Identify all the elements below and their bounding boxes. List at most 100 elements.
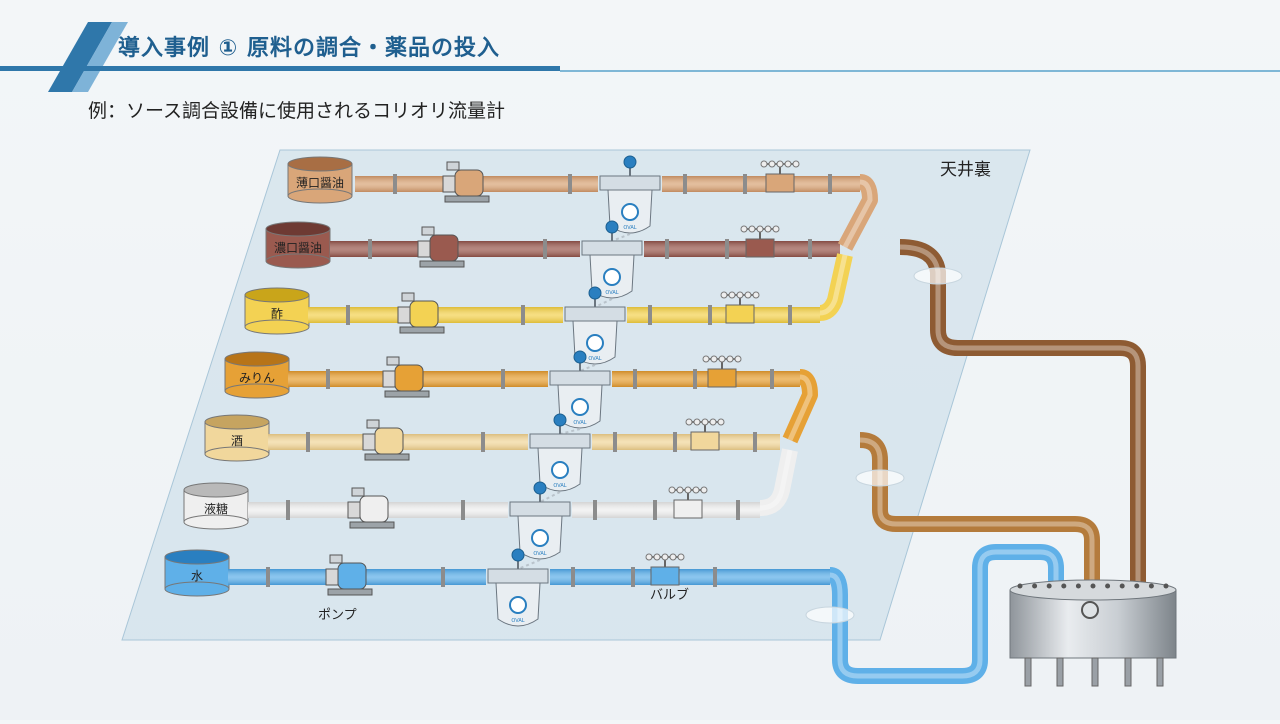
pump-4 (362, 419, 410, 461)
meter-transmitter-icon (511, 548, 525, 562)
pipe-joint (326, 369, 330, 389)
pump-base (444, 195, 490, 203)
pipe-joint (808, 239, 812, 259)
pump-flange (397, 306, 411, 324)
pipe-joint (543, 239, 547, 259)
pump-flange (382, 370, 396, 388)
valve-handwheel-knob (792, 160, 800, 168)
pump-casing (454, 169, 484, 197)
valve-body (690, 431, 720, 451)
coriolis-meter-3: OVAL (549, 350, 611, 429)
valve-label: バルブ (650, 588, 690, 603)
valve-handwheel-knob (676, 486, 684, 494)
pump-motor (351, 487, 365, 497)
coriolis-meter-5: OVAL (509, 481, 571, 560)
pump-flange (417, 240, 431, 258)
valve-handwheel-knob (710, 355, 718, 363)
pipe-joint (633, 369, 637, 389)
pump-casing (394, 364, 424, 392)
valve-body (707, 368, 737, 388)
valve-body (650, 566, 680, 586)
source-tank-label: 酢 (270, 307, 283, 321)
tank-sight-glass (1081, 601, 1099, 619)
valve-handwheel-knob (720, 291, 728, 299)
pump-motor (386, 356, 400, 366)
valve-body (765, 173, 795, 193)
source-tank-top (164, 549, 230, 565)
valve-handwheel-knob (752, 291, 760, 299)
pipe-joint (631, 567, 635, 587)
riser-pipe-0-highlight (842, 179, 873, 249)
pipe-joint (368, 239, 372, 259)
outlet-pipe-2-shade (627, 307, 820, 323)
pump-5 (347, 487, 395, 529)
valve-handwheel-knob (728, 291, 736, 299)
valve-handwheel-knob (677, 553, 685, 561)
riser-pipe-2 (782, 369, 818, 444)
header-slash-light (72, 22, 128, 92)
tank-bolt (1119, 583, 1125, 589)
valve-handwheel-knob (726, 355, 734, 363)
meter-brand-label: OVAL (588, 356, 601, 362)
valve-handwheel-knob (748, 225, 756, 233)
meter-brand-label: OVAL (533, 551, 546, 557)
header-underline (0, 66, 560, 71)
mix-pipe-main-highlight (899, 244, 1141, 590)
source-tank-bottom (287, 188, 353, 204)
pump-flange (362, 433, 376, 451)
mix-pipe-main (899, 239, 1146, 590)
tank-leg (1124, 657, 1132, 687)
riser-pipe-0 (837, 174, 878, 251)
meter-body (549, 370, 611, 386)
pump-motor (421, 226, 435, 236)
tank-bolt (1032, 583, 1038, 589)
meter-transmitter-icon (623, 155, 637, 169)
source-tank-bottom (164, 581, 230, 597)
riser-pipe-1 (819, 253, 853, 321)
valve-handwheel-knob (685, 418, 693, 426)
pump-casing (374, 427, 404, 455)
riser-pipe-2-highlight (787, 374, 813, 442)
meter-logo-icon (586, 334, 604, 352)
pump-flange (442, 175, 456, 193)
pump-motor (401, 292, 415, 302)
coriolis-meter-4: OVAL (529, 413, 591, 492)
pump-base (364, 453, 410, 461)
source-tank-0 (287, 156, 353, 204)
valve-handwheel-knob (692, 486, 700, 494)
coriolis-meter-0: OVAL (599, 155, 661, 234)
pipe-joint (501, 369, 505, 389)
pipe-joint (693, 369, 697, 389)
pump-3 (382, 356, 430, 398)
ceiling-penetration-1 (855, 469, 905, 487)
pump-casing (429, 234, 459, 262)
pipe-joint (481, 432, 485, 452)
meter-transmitter-icon (573, 350, 587, 364)
valve-handwheel-knob (702, 355, 710, 363)
pipe-joint (593, 500, 597, 520)
pipe-joint (770, 369, 774, 389)
meter-brand-label: OVAL (605, 290, 618, 296)
valve-4 (685, 418, 725, 451)
pipe-joint (306, 432, 310, 452)
riser-pipe-3-highlight (759, 449, 793, 511)
outlet-pipe-5-shade (572, 502, 760, 518)
valve-handwheel-knob (764, 225, 772, 233)
pump-0 (442, 161, 490, 203)
page-title: 導入事例 ① 原料の調合・薬品の投入 (118, 36, 500, 61)
meter-logo-icon (571, 398, 589, 416)
tank-bolt (1017, 583, 1023, 589)
pump-base (419, 260, 465, 268)
pipe-joint (653, 500, 657, 520)
meter-body (487, 568, 549, 584)
valve-3 (702, 355, 742, 388)
pipe-joint (736, 500, 740, 520)
meter-transmitter-icon (533, 481, 547, 495)
tank-bolt (1134, 583, 1140, 589)
valve-body (725, 304, 755, 324)
valve-handwheel-knob (760, 160, 768, 168)
tank-bolt (1090, 583, 1096, 589)
pump-base (384, 390, 430, 398)
coriolis-meter-6: OVAL (487, 548, 549, 627)
riser-pipe-3 (759, 448, 798, 516)
